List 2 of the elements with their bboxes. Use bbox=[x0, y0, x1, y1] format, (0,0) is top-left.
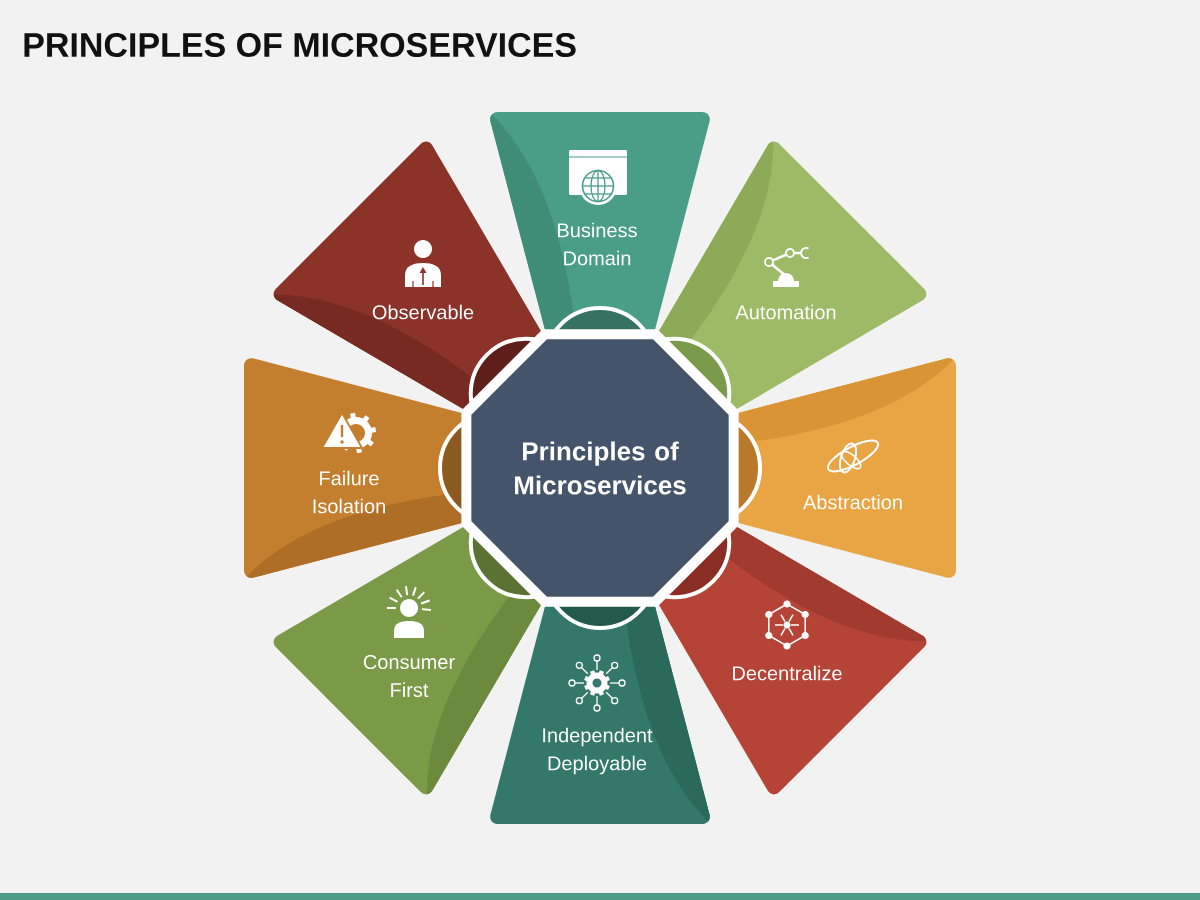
octagon: Principles of Microservices bbox=[461, 329, 739, 607]
title: PRINCIPLES OF MICROSERVICES bbox=[24, 32, 576, 58]
